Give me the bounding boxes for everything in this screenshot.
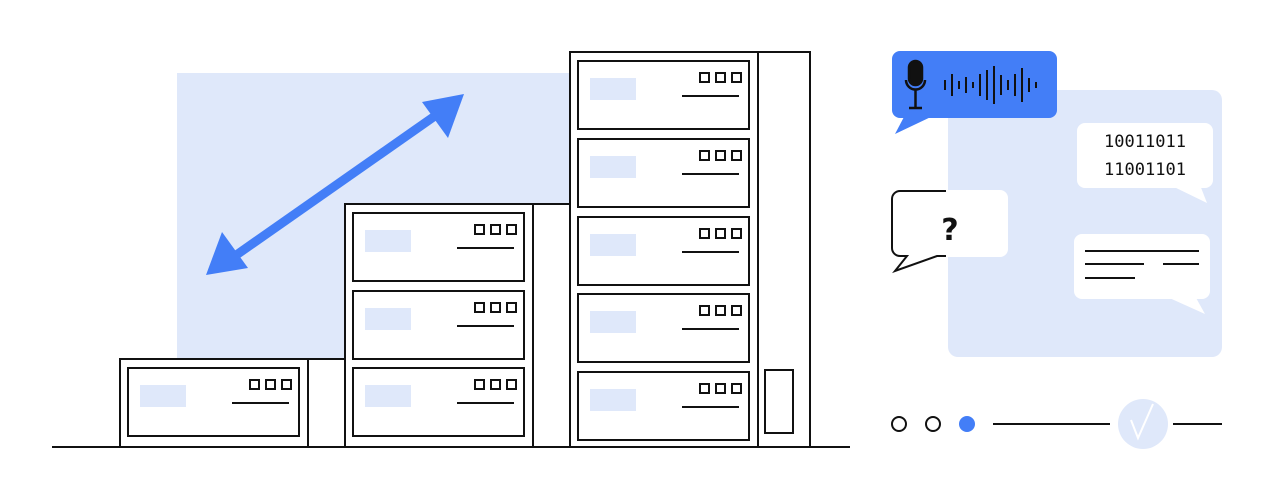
status-light: [474, 224, 485, 235]
status-light: [699, 150, 710, 161]
status-light: [474, 379, 485, 390]
status-light: [281, 379, 292, 390]
check-circle: [1118, 399, 1168, 449]
drive-label: [365, 230, 411, 252]
drive-label: [590, 311, 636, 333]
status-light: [699, 72, 710, 83]
status-light: [731, 383, 742, 394]
status-light: [474, 302, 485, 313]
check-icon: [1130, 403, 1154, 441]
sound-wave-icon: [944, 66, 1037, 104]
status-light: [715, 72, 726, 83]
server-unit: [577, 60, 750, 130]
server-unit: [352, 212, 525, 282]
server-medium-tower: [344, 203, 571, 448]
server-unit: [577, 293, 750, 363]
server-tall-tower: [569, 51, 811, 448]
tower-side-slot: [764, 369, 794, 434]
status-light: [506, 379, 517, 390]
status-light: [699, 383, 710, 394]
double-arrow-icon: [206, 94, 464, 275]
drive-label: [365, 385, 411, 407]
drive-label: [590, 156, 636, 178]
voice-message-bubble: [892, 51, 1057, 134]
drive-label: [590, 78, 636, 100]
question-mark: ?: [941, 213, 958, 248]
drive-label: [365, 308, 411, 330]
status-light: [265, 379, 276, 390]
server-unit: [577, 138, 750, 208]
status-light: [731, 150, 742, 161]
step-1-dot: [891, 416, 907, 432]
step-3-dot-active: [959, 416, 975, 432]
binary-message-bubble: 10011011 11001101: [1077, 123, 1213, 203]
status-light: [490, 224, 501, 235]
progress-steps: [891, 399, 1222, 449]
microphone-icon: [904, 59, 927, 110]
drive-label: [140, 385, 186, 407]
status-light: [249, 379, 260, 390]
server-small-tower: [119, 358, 346, 448]
text-message-bubble: [1074, 234, 1210, 314]
server-unit: [127, 367, 300, 437]
status-light: [715, 150, 726, 161]
status-light: [715, 383, 726, 394]
drive-label: [590, 389, 636, 411]
status-light: [731, 228, 742, 239]
status-light: [699, 305, 710, 316]
status-light: [506, 302, 517, 313]
server-unit: [352, 290, 525, 360]
status-light: [731, 305, 742, 316]
status-light: [731, 72, 742, 83]
server-unit: [352, 367, 525, 437]
server-unit: [577, 371, 750, 441]
drive-label: [590, 234, 636, 256]
status-light: [699, 228, 710, 239]
status-light: [490, 302, 501, 313]
binary-line-2: 11001101: [1104, 160, 1186, 180]
binary-line-1: 10011011: [1104, 132, 1186, 152]
server-unit: [577, 216, 750, 286]
status-light: [715, 228, 726, 239]
status-light: [715, 305, 726, 316]
step-2-dot: [925, 416, 941, 432]
status-light: [490, 379, 501, 390]
status-light: [506, 224, 517, 235]
question-message-bubble: ?: [891, 190, 1008, 274]
